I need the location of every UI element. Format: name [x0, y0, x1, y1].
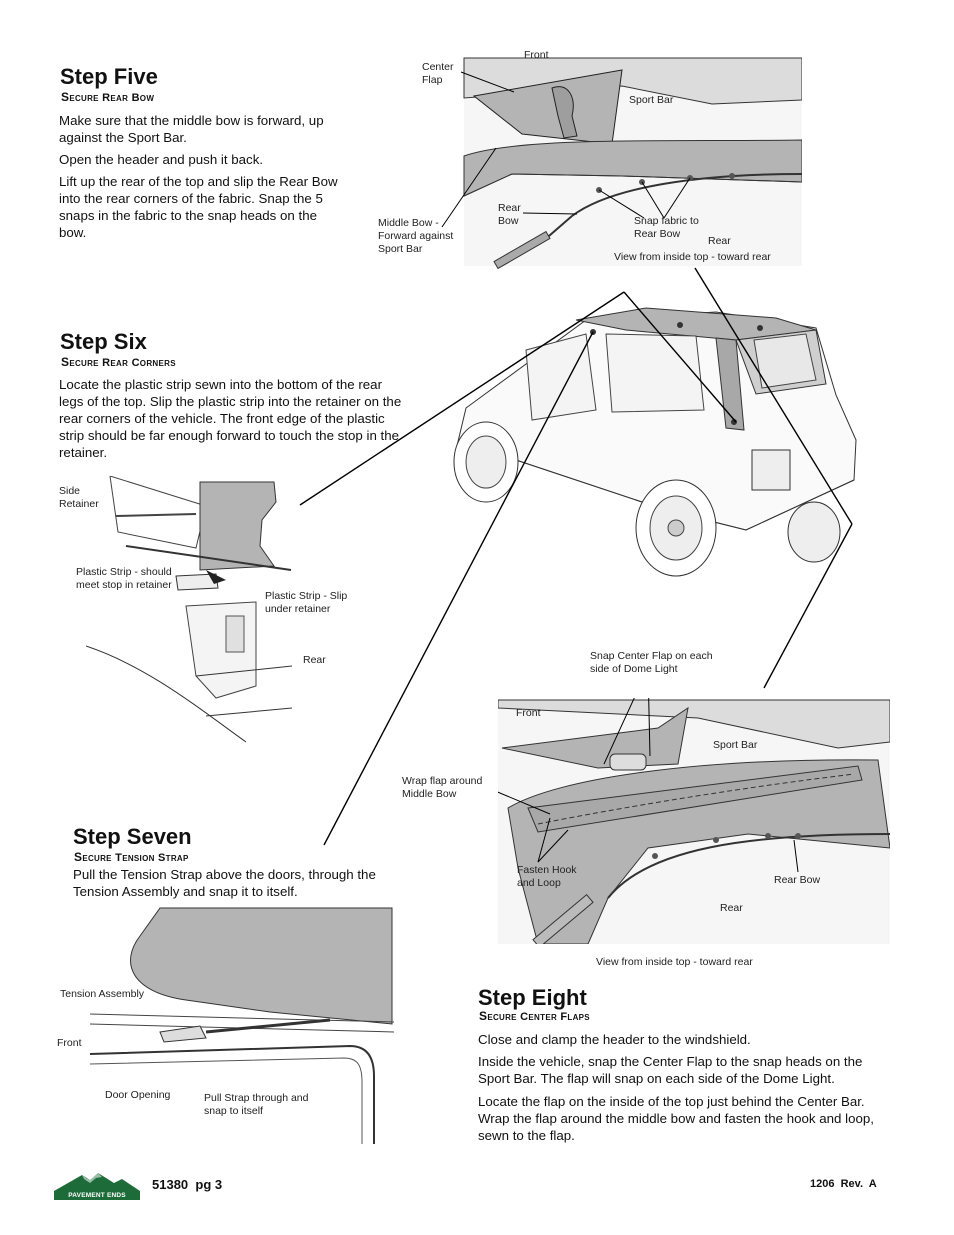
step-seven-label-door-opening: Door Opening	[105, 1089, 171, 1101]
pavement-ends-logo: PAVEMENT ENDS	[52, 1171, 142, 1201]
step-eight-label-snap-center: Snap Center Flap on each side of Dome Li…	[590, 650, 713, 675]
step-five-title: Step Five	[60, 64, 158, 89]
step-eight-label-fasten: Fasten Hook and Loop	[517, 864, 577, 889]
step-six-illustration	[86, 476, 292, 743]
step-five-label-view: View from inside top - toward rear	[614, 251, 771, 263]
step-five-para-3: Lift up the rear of the top and slip the…	[59, 174, 338, 240]
step-seven-illustration	[90, 907, 394, 1144]
step-eight-illustration	[498, 698, 890, 944]
step-six-subtitle: Secure Rear Corners	[61, 355, 176, 369]
step-six-label-rear: Rear	[303, 654, 326, 666]
step-eight-subtitle: Secure Center Flaps	[479, 1009, 590, 1023]
step-six-label-side-retainer: Side Retainer	[59, 485, 99, 510]
step-seven-label-pull-strap: Pull Strap through and snap to itself	[204, 1092, 309, 1117]
step-eight-para-1: Close and clamp the header to the windsh…	[478, 1032, 751, 1047]
logo-text: PAVEMENT ENDS	[68, 1192, 126, 1199]
step-seven-subtitle: Secure Tension Strap	[74, 850, 189, 864]
step-eight-label-wrap-flap: Wrap flap around Middle Bow	[402, 775, 483, 800]
step-eight-label-view: View from inside top - toward rear	[596, 956, 753, 968]
page-number: 51380 pg 3	[152, 1177, 223, 1192]
step-eight-label-rear: Rear	[720, 902, 743, 914]
step-six-para: Locate the plastic strip sewn into the b…	[59, 377, 402, 460]
step-eight-label-rear-bow: Rear Bow	[774, 874, 821, 886]
step-five-label-middle-bow: Middle Bow - Forward against Sport Bar	[378, 217, 454, 255]
step-six-title: Step Six	[60, 329, 147, 354]
mountain-icon	[54, 1173, 140, 1200]
step-seven-title: Step Seven	[73, 824, 192, 849]
step-five-subtitle: Secure Rear Bow	[61, 90, 155, 104]
step-six-label-strip-stop: Plastic Strip - should meet stop in reta…	[76, 566, 172, 591]
step-five-para-1: Make sure that the middle bow is forward…	[59, 113, 324, 145]
step-five-label-center-flap: Center Flap	[422, 61, 454, 86]
step-five-label-rear-bow: Rear Bow	[498, 202, 521, 227]
step-eight-label-front: Front	[516, 707, 541, 719]
step-seven-label-tension-assembly: Tension Assembly	[60, 988, 145, 1000]
step-seven-para: Pull the Tension Strap above the doors, …	[73, 867, 376, 899]
step-six-label-strip-slip: Plastic Strip - Slip under retainer	[265, 590, 348, 615]
step-eight-label-sport-bar: Sport Bar	[713, 739, 758, 751]
step-five-label-sport-bar: Sport Bar	[629, 94, 674, 106]
step-five-label-rear: Rear	[708, 235, 731, 247]
step-five-para-2: Open the header and push it back.	[59, 152, 264, 167]
step-five-label-front: Front	[524, 49, 549, 61]
step-eight-title: Step Eight	[478, 985, 587, 1010]
step-five-label-snap-fabric: Snap fabric to Rear Bow	[634, 215, 699, 240]
step-eight-para-2: Inside the vehicle, snap the Center Flap…	[478, 1054, 863, 1086]
step-seven-label-front: Front	[57, 1037, 82, 1049]
step-five-illustration	[441, 57, 802, 270]
revision: 1206 Rev. A	[810, 1178, 877, 1190]
step-eight-para-3: Locate the flap on the inside of the top…	[478, 1094, 874, 1143]
